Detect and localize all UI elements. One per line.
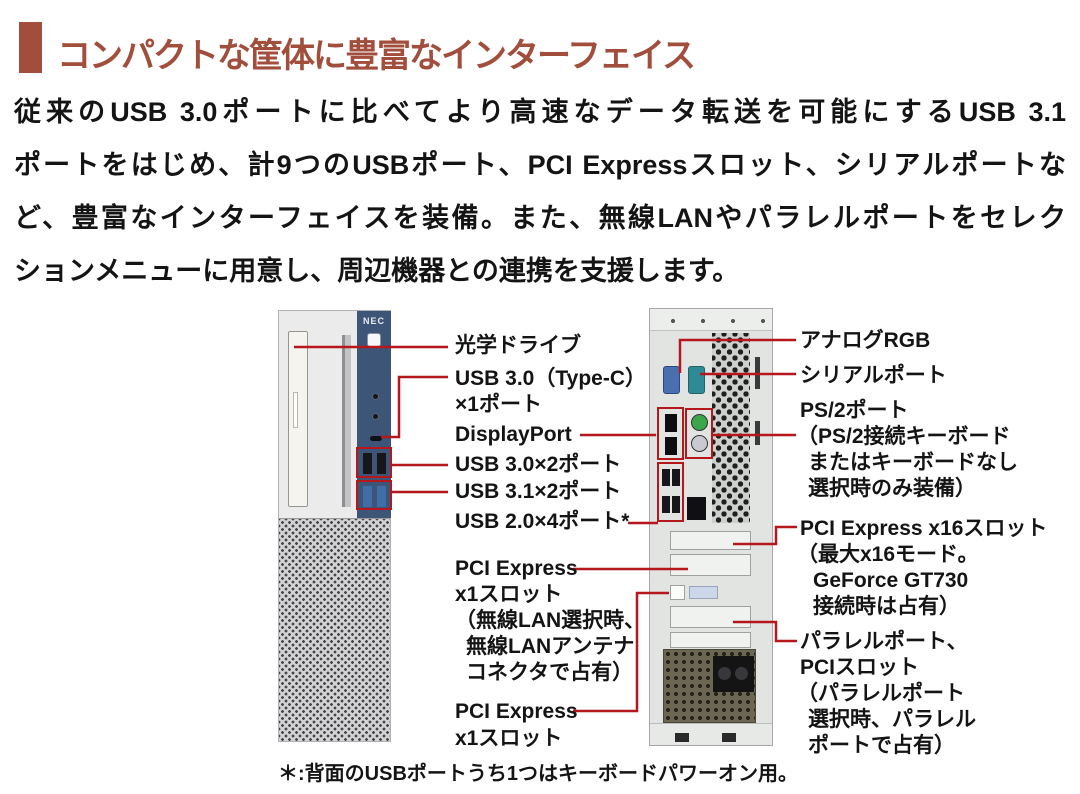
chassis-foot bbox=[722, 733, 736, 742]
label-analog-rgb: アナログRGB bbox=[800, 329, 931, 352]
rear-top-flange bbox=[650, 309, 772, 331]
intro-paragraph: 従来のUSB 3.0ポートに比べてより高速なデータ転送を可能にするUSB 3.1… bbox=[14, 86, 1066, 298]
label-pcie-x16-4: 接続時は占有） bbox=[813, 595, 960, 618]
label-parallel-4: 選択時、パラレル bbox=[808, 708, 976, 731]
label-pcie-x1-a-2: x1スロット bbox=[455, 583, 563, 606]
callout-line-analog-rgb bbox=[678, 338, 796, 373]
intro-line: 従来のUSB 3.0ポートに比べてより高速なデータ転送を可能にするUSB 3.1 bbox=[14, 97, 1066, 127]
power-supply-vent bbox=[663, 649, 756, 723]
label-usb30-typec-2: ×1ポート bbox=[455, 393, 542, 416]
label-pcie-x1-b-2: x1スロット bbox=[455, 727, 563, 750]
microphone-jack bbox=[372, 413, 379, 420]
label-optical-drive: 光学ドライブ bbox=[455, 334, 581, 357]
label-pcie-x16-3: GeForce GT730 bbox=[813, 569, 969, 592]
callout-line-usb30-typec bbox=[381, 375, 448, 439]
label-serial-port: シリアルポート bbox=[800, 364, 947, 387]
usb-port bbox=[662, 496, 670, 513]
security-slot bbox=[755, 421, 760, 445]
intro-line: ど、豊富なインターフェイスを装備。また、無線LANやパラレルポートをセレク bbox=[14, 203, 1066, 233]
lan-port bbox=[687, 497, 706, 520]
displayport-port bbox=[665, 414, 677, 432]
usb-port bbox=[377, 453, 386, 474]
usb-port bbox=[363, 486, 372, 507]
brand-logo: NEC bbox=[362, 316, 385, 326]
analog-rgb-port bbox=[663, 366, 680, 394]
ps2-keyboard-port bbox=[691, 414, 708, 431]
label-pcie-x16: PCI Express x16スロット bbox=[800, 517, 1048, 540]
label-ps2-2: （PS/2接続キーボード bbox=[797, 425, 1011, 448]
wlan-antenna-bracket bbox=[689, 586, 718, 599]
expansion-slot-cover bbox=[670, 554, 751, 576]
ps2-mouse-port bbox=[691, 435, 708, 452]
heading-accent-bar bbox=[19, 22, 42, 73]
rear-vent-grille bbox=[712, 333, 750, 523]
footnote: ＊:背面のUSBポートうち1つはキーボードパワーオン用。 bbox=[278, 763, 799, 785]
callout-line-parallel bbox=[733, 620, 797, 643]
pc-rear-view bbox=[649, 308, 773, 746]
front-groove bbox=[342, 335, 351, 507]
usb31-highlight-box bbox=[356, 480, 392, 510]
ac-power-inlet bbox=[713, 656, 754, 692]
callout-line-pcie-x16 bbox=[733, 525, 797, 546]
displayport-port bbox=[665, 437, 677, 455]
label-pcie-x1-b: PCI Express bbox=[455, 700, 578, 723]
usb-port bbox=[377, 486, 386, 507]
label-pcie-x1-a-5: コネクタで占有） bbox=[466, 661, 634, 684]
usb-port bbox=[662, 469, 670, 486]
label-parallel-5: ポートで占有） bbox=[808, 734, 955, 757]
label-usb20x4: USB 2.0×4ポート* bbox=[455, 510, 630, 533]
label-usb31x2: USB 3.1×2ポート bbox=[455, 480, 622, 503]
optical-drive bbox=[288, 331, 308, 507]
usb-type-c-port bbox=[370, 436, 382, 441]
label-parallel-2: PCIスロット bbox=[800, 656, 920, 679]
usb-port bbox=[672, 469, 680, 486]
callout-line-pcie-x1-b bbox=[573, 591, 669, 713]
expansion-slot-cover bbox=[670, 632, 751, 648]
expansion-slot-tab bbox=[670, 585, 685, 600]
expansion-slot-cover bbox=[670, 531, 751, 550]
chassis-foot bbox=[675, 733, 689, 742]
label-pcie-x16-2: （最大x16モード。 bbox=[797, 543, 979, 566]
intro-line: ポートをはじめ、計9つのUSBポート、PCI Expressスロット、シリアルポ… bbox=[14, 150, 1066, 180]
ps2-highlight-box bbox=[685, 408, 713, 459]
intro-line: ションメニューに用意し、周辺機器との連携を支援します。 bbox=[14, 256, 740, 286]
usb20-highlight-box bbox=[657, 462, 684, 522]
expansion-slot-cover bbox=[670, 606, 751, 628]
label-ps2-4: 選択時のみ装備） bbox=[808, 477, 976, 500]
label-ps2-3: またはキーボードなし bbox=[808, 451, 1018, 474]
usb-port bbox=[672, 496, 680, 513]
label-parallel: パラレルポート、 bbox=[800, 630, 968, 653]
label-ps2: PS/2ポート bbox=[800, 399, 909, 422]
usb-port bbox=[363, 453, 372, 474]
label-pcie-x1-a-3: （無線LAN選択時、 bbox=[455, 609, 646, 632]
label-usb30-typec: USB 3.0（Type-C） bbox=[455, 367, 646, 390]
usb30-highlight-box bbox=[356, 447, 392, 478]
label-displayport: DisplayPort bbox=[455, 423, 572, 446]
displayport-highlight-box bbox=[657, 407, 684, 460]
label-parallel-3: （パラレルポート bbox=[797, 682, 965, 705]
headphone-jack bbox=[372, 393, 379, 400]
label-pcie-x1-a-4: 無線LANアンテナ bbox=[466, 635, 635, 658]
page-title: コンパクトな筐体に豊富なインターフェイス bbox=[57, 37, 696, 75]
front-vent-grille bbox=[279, 518, 390, 741]
pc-front-view: NEC bbox=[278, 310, 392, 742]
label-pcie-x1-a: PCI Express bbox=[455, 557, 578, 580]
label-usb30x2: USB 3.0×2ポート bbox=[455, 453, 622, 476]
